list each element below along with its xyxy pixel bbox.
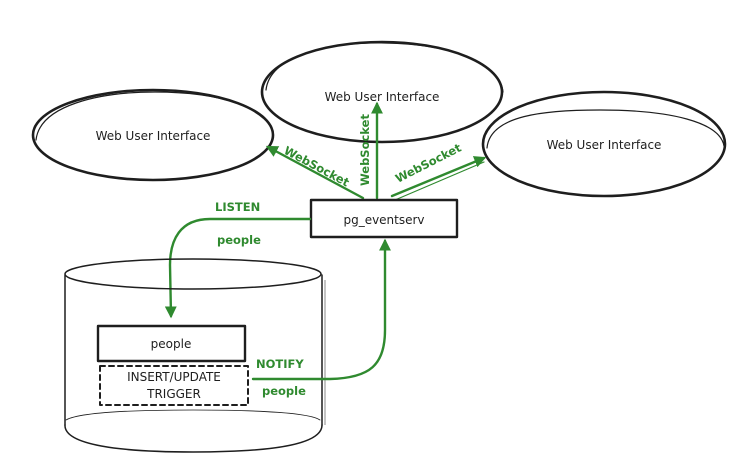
- web-ui-left-sketch: [35, 91, 274, 141]
- listen-edge: LISTEN people: [164, 200, 312, 319]
- web-ui-right-ellipse: [481, 90, 727, 198]
- trigger-label-line1: INSERT/UPDATE: [127, 370, 221, 384]
- web-ui-top-node: Web User Interface: [260, 40, 504, 144]
- listen-arrow: [164, 217, 312, 319]
- web-ui-top-label: Web User Interface: [325, 90, 440, 104]
- cylinder-top: [64, 258, 322, 290]
- websocket-top-edge: WebSocket: [358, 101, 383, 200]
- web-ui-left-label: Web User Interface: [96, 129, 211, 143]
- listen-channel-label: people: [217, 233, 261, 247]
- web-ui-left-ellipse: [31, 88, 275, 182]
- web-ui-left-node: Web User Interface: [31, 88, 275, 182]
- websocket-right-edge: WebSocket: [390, 140, 487, 201]
- web-ui-right-sketch: [486, 109, 725, 149]
- people-table-label: people: [151, 337, 192, 351]
- websocket-right-arrow: [390, 156, 487, 198]
- notify-edge: NOTIFY people: [251, 238, 391, 398]
- pg-eventserv-node: pg_eventserv: [309, 198, 459, 239]
- web-ui-right-label: Web User Interface: [547, 138, 662, 152]
- trigger-node: INSERT/UPDATE TRIGGER: [99, 365, 249, 406]
- websocket-left-edge: WebSocket: [265, 143, 365, 200]
- cylinder-bottom-sketch: [65, 409, 321, 421]
- trigger-label-line2: TRIGGER: [146, 387, 201, 401]
- people-table-box: [96, 324, 247, 363]
- notify-channel-label: people: [262, 384, 306, 398]
- websocket-top-label: WebSocket: [358, 114, 372, 186]
- web-ui-top-ellipse: [260, 40, 504, 144]
- notify-arrow: [251, 238, 391, 381]
- web-ui-right-node: Web User Interface: [481, 90, 727, 198]
- people-table-node: people: [96, 324, 247, 363]
- database-cylinder: [64, 258, 326, 453]
- listen-label: LISTEN: [215, 200, 260, 214]
- websocket-left-arrow: [265, 145, 365, 200]
- trigger-box: [99, 365, 249, 406]
- websocket-left-label: WebSocket: [282, 143, 353, 189]
- websocket-right-arrow-sketch: [394, 161, 485, 201]
- websocket-right-label: WebSocket: [393, 140, 464, 185]
- cylinder-bottom: [64, 424, 323, 453]
- pg-eventserv-label: pg_eventserv: [343, 213, 424, 227]
- notify-label: NOTIFY: [256, 357, 304, 371]
- web-ui-top-sketch: [265, 42, 504, 93]
